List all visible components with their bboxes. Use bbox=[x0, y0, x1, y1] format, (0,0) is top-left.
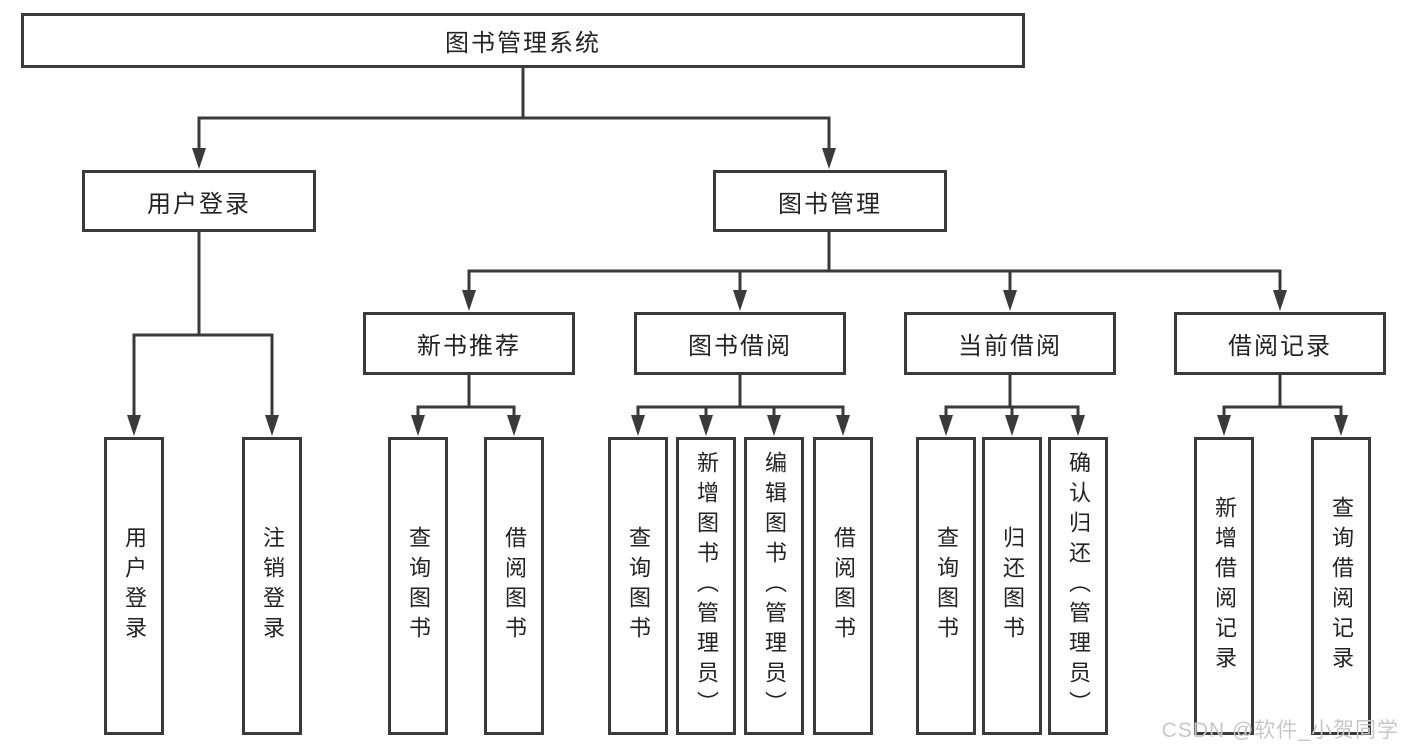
node-current-borrowing-label: 当前借阅 bbox=[958, 333, 1062, 360]
node-book-borrowing: 图书借阅 bbox=[634, 312, 846, 375]
leaf-nbr-query-books: 查询图书 bbox=[388, 437, 448, 735]
arrow-to-leaf-cb-return bbox=[1005, 415, 1019, 436]
node-book-management-label: 图书管理 bbox=[778, 190, 882, 218]
arrow-to-user-login bbox=[192, 148, 206, 169]
leaf-bb-borrow-books-label: 借阅图书 bbox=[831, 526, 856, 646]
node-new-book-recommend-label: 新书推荐 bbox=[417, 333, 521, 360]
node-root-label: 图书管理系统 bbox=[445, 30, 601, 57]
connector-level3-stubs bbox=[467, 373, 1282, 409]
connector-root-branch bbox=[197, 66, 831, 154]
leaf-bb-add-books: 新增图书（管理员） bbox=[676, 437, 736, 735]
arrow-to-leaf-br-add bbox=[1217, 415, 1231, 436]
leaf-user-login: 用户登录 bbox=[104, 437, 164, 735]
connector-leaf-drops bbox=[416, 405, 1343, 420]
node-user-login-label: 用户登录 bbox=[147, 190, 251, 218]
node-borrow-records: 借阅记录 bbox=[1174, 312, 1386, 375]
leaf-cb-query-books-label: 查询图书 bbox=[934, 526, 959, 646]
arrow-to-leaf-bb-add bbox=[699, 415, 713, 436]
leaf-cb-return-books: 归还图书 bbox=[982, 437, 1042, 735]
node-book-borrowing-label: 图书借阅 bbox=[688, 333, 792, 360]
leaf-cb-return-books-label: 归还图书 bbox=[1000, 526, 1025, 646]
arrow-to-leaf-bb-edit bbox=[767, 415, 781, 436]
watermark-csdn: CSDN @软件_小贺同学 bbox=[1161, 719, 1399, 742]
leaf-bb-add-books-label: 新增图书（管理员） bbox=[694, 451, 719, 721]
arrow-to-new-book-recommend bbox=[462, 290, 476, 311]
arrow-to-current-borrowing bbox=[1003, 290, 1017, 311]
leaf-nbr-query-books-label: 查询图书 bbox=[406, 526, 431, 646]
arrow-to-leaf-cb-confirm bbox=[1071, 415, 1085, 436]
arrowheads bbox=[127, 148, 1348, 436]
leaf-nbr-borrow-books: 借阅图书 bbox=[484, 437, 544, 735]
node-root: 图书管理系统 bbox=[21, 13, 1025, 68]
arrow-to-leaf-nbr-borrow bbox=[507, 415, 521, 436]
node-new-book-recommend: 新书推荐 bbox=[363, 312, 575, 375]
leaf-user-login-label: 用户登录 bbox=[122, 526, 147, 646]
arrow-to-leaf-cb-query bbox=[939, 415, 953, 436]
node-book-management: 图书管理 bbox=[713, 170, 947, 232]
arrow-to-leaf-br-query bbox=[1334, 415, 1348, 436]
leaf-br-query-record: 查询借阅记录 bbox=[1311, 437, 1371, 735]
leaf-bb-query-books-label: 查询图书 bbox=[626, 526, 651, 646]
leaf-logout-label: 注销登录 bbox=[260, 526, 285, 646]
leaf-bb-edit-books: 编辑图书（管理员） bbox=[744, 437, 804, 735]
leaf-br-add-record-label: 新增借阅记录 bbox=[1212, 496, 1237, 676]
node-user-login: 用户登录 bbox=[82, 170, 316, 232]
arrow-to-leaf-nbr-query bbox=[411, 415, 425, 436]
arrow-to-book-borrowing bbox=[733, 290, 747, 311]
arrow-to-borrow-records bbox=[1273, 290, 1287, 311]
leaf-bb-edit-books-label: 编辑图书（管理员） bbox=[762, 451, 787, 721]
arrow-to-leaf-bb-borrow bbox=[836, 415, 850, 436]
leaf-bb-query-books: 查询图书 bbox=[608, 437, 668, 735]
node-borrow-records-label: 借阅记录 bbox=[1228, 333, 1332, 360]
leaf-cb-query-books: 查询图书 bbox=[916, 437, 976, 735]
leaf-bb-borrow-books: 借阅图书 bbox=[813, 437, 873, 735]
connector-book-management-branch bbox=[467, 230, 1282, 296]
connector-user-login-branch bbox=[132, 230, 274, 420]
leaf-br-query-record-label: 查询借阅记录 bbox=[1329, 496, 1354, 676]
arrow-to-leaf-ul-logout bbox=[265, 415, 279, 436]
node-current-borrowing: 当前借阅 bbox=[904, 312, 1116, 375]
leaf-br-add-record: 新增借阅记录 bbox=[1194, 437, 1254, 735]
leaf-logout: 注销登录 bbox=[242, 437, 302, 735]
arrow-to-leaf-ul-login bbox=[127, 415, 141, 436]
leaf-cb-confirm-return: 确认归还（管理员） bbox=[1048, 437, 1108, 735]
arrow-to-book-management bbox=[822, 148, 836, 169]
arrow-to-leaf-bb-query bbox=[631, 415, 645, 436]
leaf-cb-confirm-return-label: 确认归还（管理员） bbox=[1066, 451, 1091, 721]
leaf-nbr-borrow-books-label: 借阅图书 bbox=[502, 526, 527, 646]
